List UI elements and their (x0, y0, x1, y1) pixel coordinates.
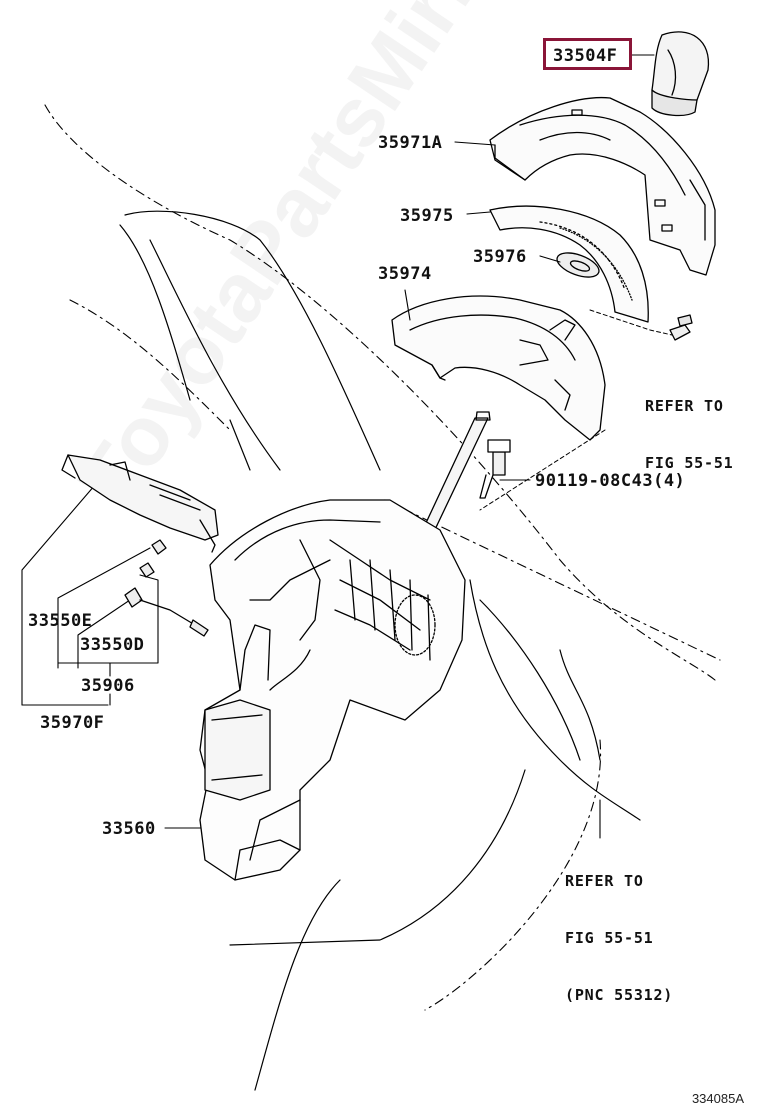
switch-e-part (139, 539, 167, 578)
shift-knob-part (651, 31, 710, 117)
figure-code: 334085A (691, 1091, 744, 1106)
bolt-part (479, 439, 511, 499)
upper-cover-part (489, 96, 716, 276)
reference-note-line: FIG 55-51 (645, 454, 734, 472)
indicator-ring-part (556, 252, 600, 278)
screw-part (669, 314, 693, 341)
dashed-ref-lines (479, 309, 673, 511)
part-label-33560[interactable]: 33560 (102, 819, 156, 839)
part-label-35976[interactable]: 35976 (473, 247, 527, 267)
indicator-plate-part (489, 205, 649, 323)
part-label-33550d[interactable]: 33550D (80, 635, 145, 655)
part-label-35975[interactable]: 35975 (400, 206, 454, 226)
part-label-35970f[interactable]: 35970F (40, 713, 105, 733)
shift-lever-assembly-part (199, 499, 466, 881)
part-label-35974[interactable]: 35974 (378, 264, 432, 284)
console-outline-solid (119, 210, 641, 1091)
console-outline (44, 104, 721, 1011)
switch-assembly-part (61, 454, 219, 553)
part-label-35971a[interactable]: 35971A (378, 133, 443, 153)
part-label-33550e[interactable]: 33550E (28, 611, 93, 631)
leader-lines (21, 54, 655, 839)
part-label-35906[interactable]: 35906 (81, 676, 135, 696)
part-label-bolt[interactable]: 90119-08C43(4) (535, 471, 686, 491)
reference-note-line: REFER TO (565, 872, 644, 890)
reference-note-line: (PNC 55312) (565, 986, 674, 1004)
reference-note-line: FIG 55-51 (565, 929, 654, 947)
part-label-33504f[interactable]: 33504F (553, 46, 618, 66)
switch-d-part (124, 587, 209, 637)
shift-rod-part (417, 411, 491, 541)
housing-cover-part (391, 295, 606, 441)
reference-note-lower: REFER TO FIG 55-51 (PNC 55312) (565, 834, 673, 1043)
reference-note-line: REFER TO (645, 397, 724, 415)
highlight-box (543, 38, 632, 70)
reference-note-upper: REFER TO FIG 55-51 (645, 359, 733, 511)
